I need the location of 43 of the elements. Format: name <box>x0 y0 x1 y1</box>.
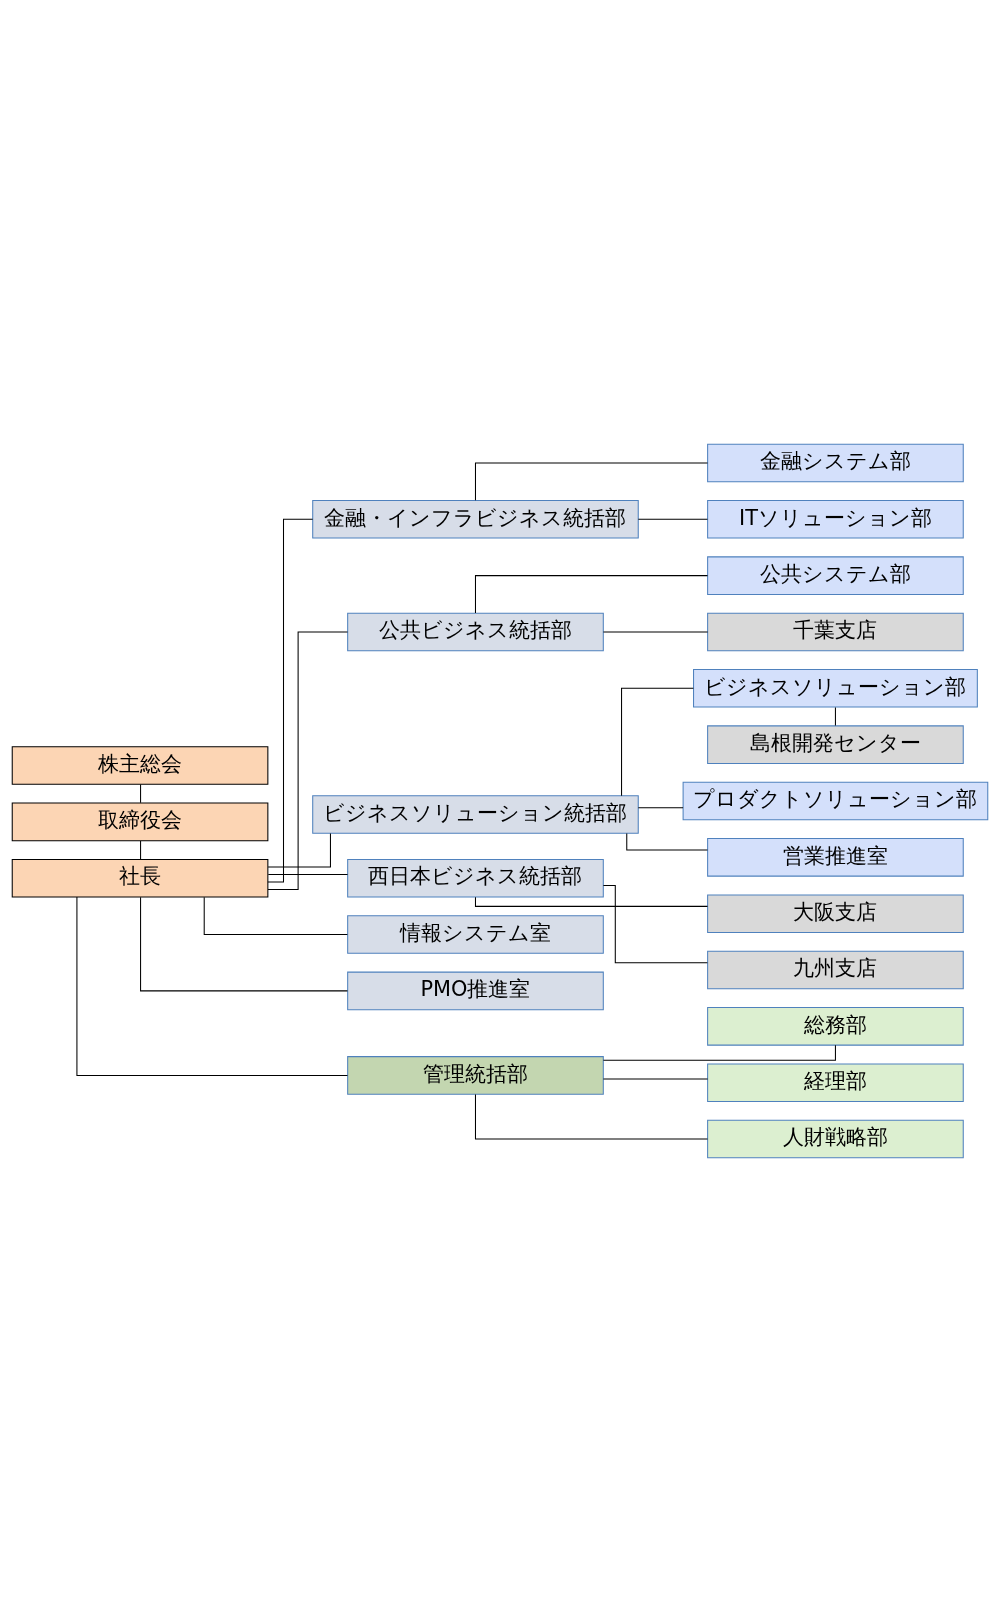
node-box: 西日本ビジネス統括部 <box>347 858 604 898</box>
node-box: 情報システム室 <box>347 915 604 954</box>
connector <box>203 896 348 936</box>
node-box: 金融・インフラビジネス統括部 <box>312 500 639 539</box>
node-box: 営業推進室 <box>707 838 964 877</box>
node-box: 千葉支店 <box>707 612 964 652</box>
node-box: 公共ビジネス統括部 <box>347 612 604 652</box>
connector <box>834 706 836 727</box>
connector <box>140 784 142 804</box>
node-box: 取締役会 <box>11 802 269 842</box>
node-box: PMO推進室 <box>347 971 604 1011</box>
node-box: 社長 <box>11 858 269 898</box>
connector <box>621 687 694 797</box>
node-box: 経理部 <box>707 1063 964 1102</box>
node-box: プロダクトソリューション部 <box>682 781 989 821</box>
connector <box>267 873 349 875</box>
node-box: 大阪支店 <box>707 894 964 933</box>
node-box: 公共システム部 <box>707 556 964 595</box>
connector <box>637 807 684 809</box>
connector <box>602 1044 836 1061</box>
connector <box>637 518 708 520</box>
node-box: 株主総会 <box>11 746 269 785</box>
node-box: 島根開発センター <box>707 725 964 764</box>
node-box: 総務部 <box>707 1007 964 1046</box>
node-box: 管理統括部 <box>347 1056 604 1095</box>
connector <box>602 885 708 964</box>
connector <box>474 896 709 907</box>
node-box: ITソリューション部 <box>707 500 964 539</box>
connector <box>267 518 314 883</box>
node-box: 人財戦略部 <box>707 1119 964 1159</box>
connector <box>140 840 142 860</box>
connector <box>474 462 709 501</box>
connector <box>626 833 708 851</box>
connector <box>76 896 348 1076</box>
connector <box>267 631 349 890</box>
node-box: 金融システム部 <box>707 443 964 483</box>
connector <box>474 1094 709 1140</box>
node-box: ビジネスソリューション部 <box>693 669 978 708</box>
node-box: ビジネスソリューション統括部 <box>312 795 639 834</box>
connector <box>267 832 331 868</box>
node-box: 九州支店 <box>707 950 964 990</box>
connector <box>474 575 709 614</box>
connector <box>140 896 348 992</box>
